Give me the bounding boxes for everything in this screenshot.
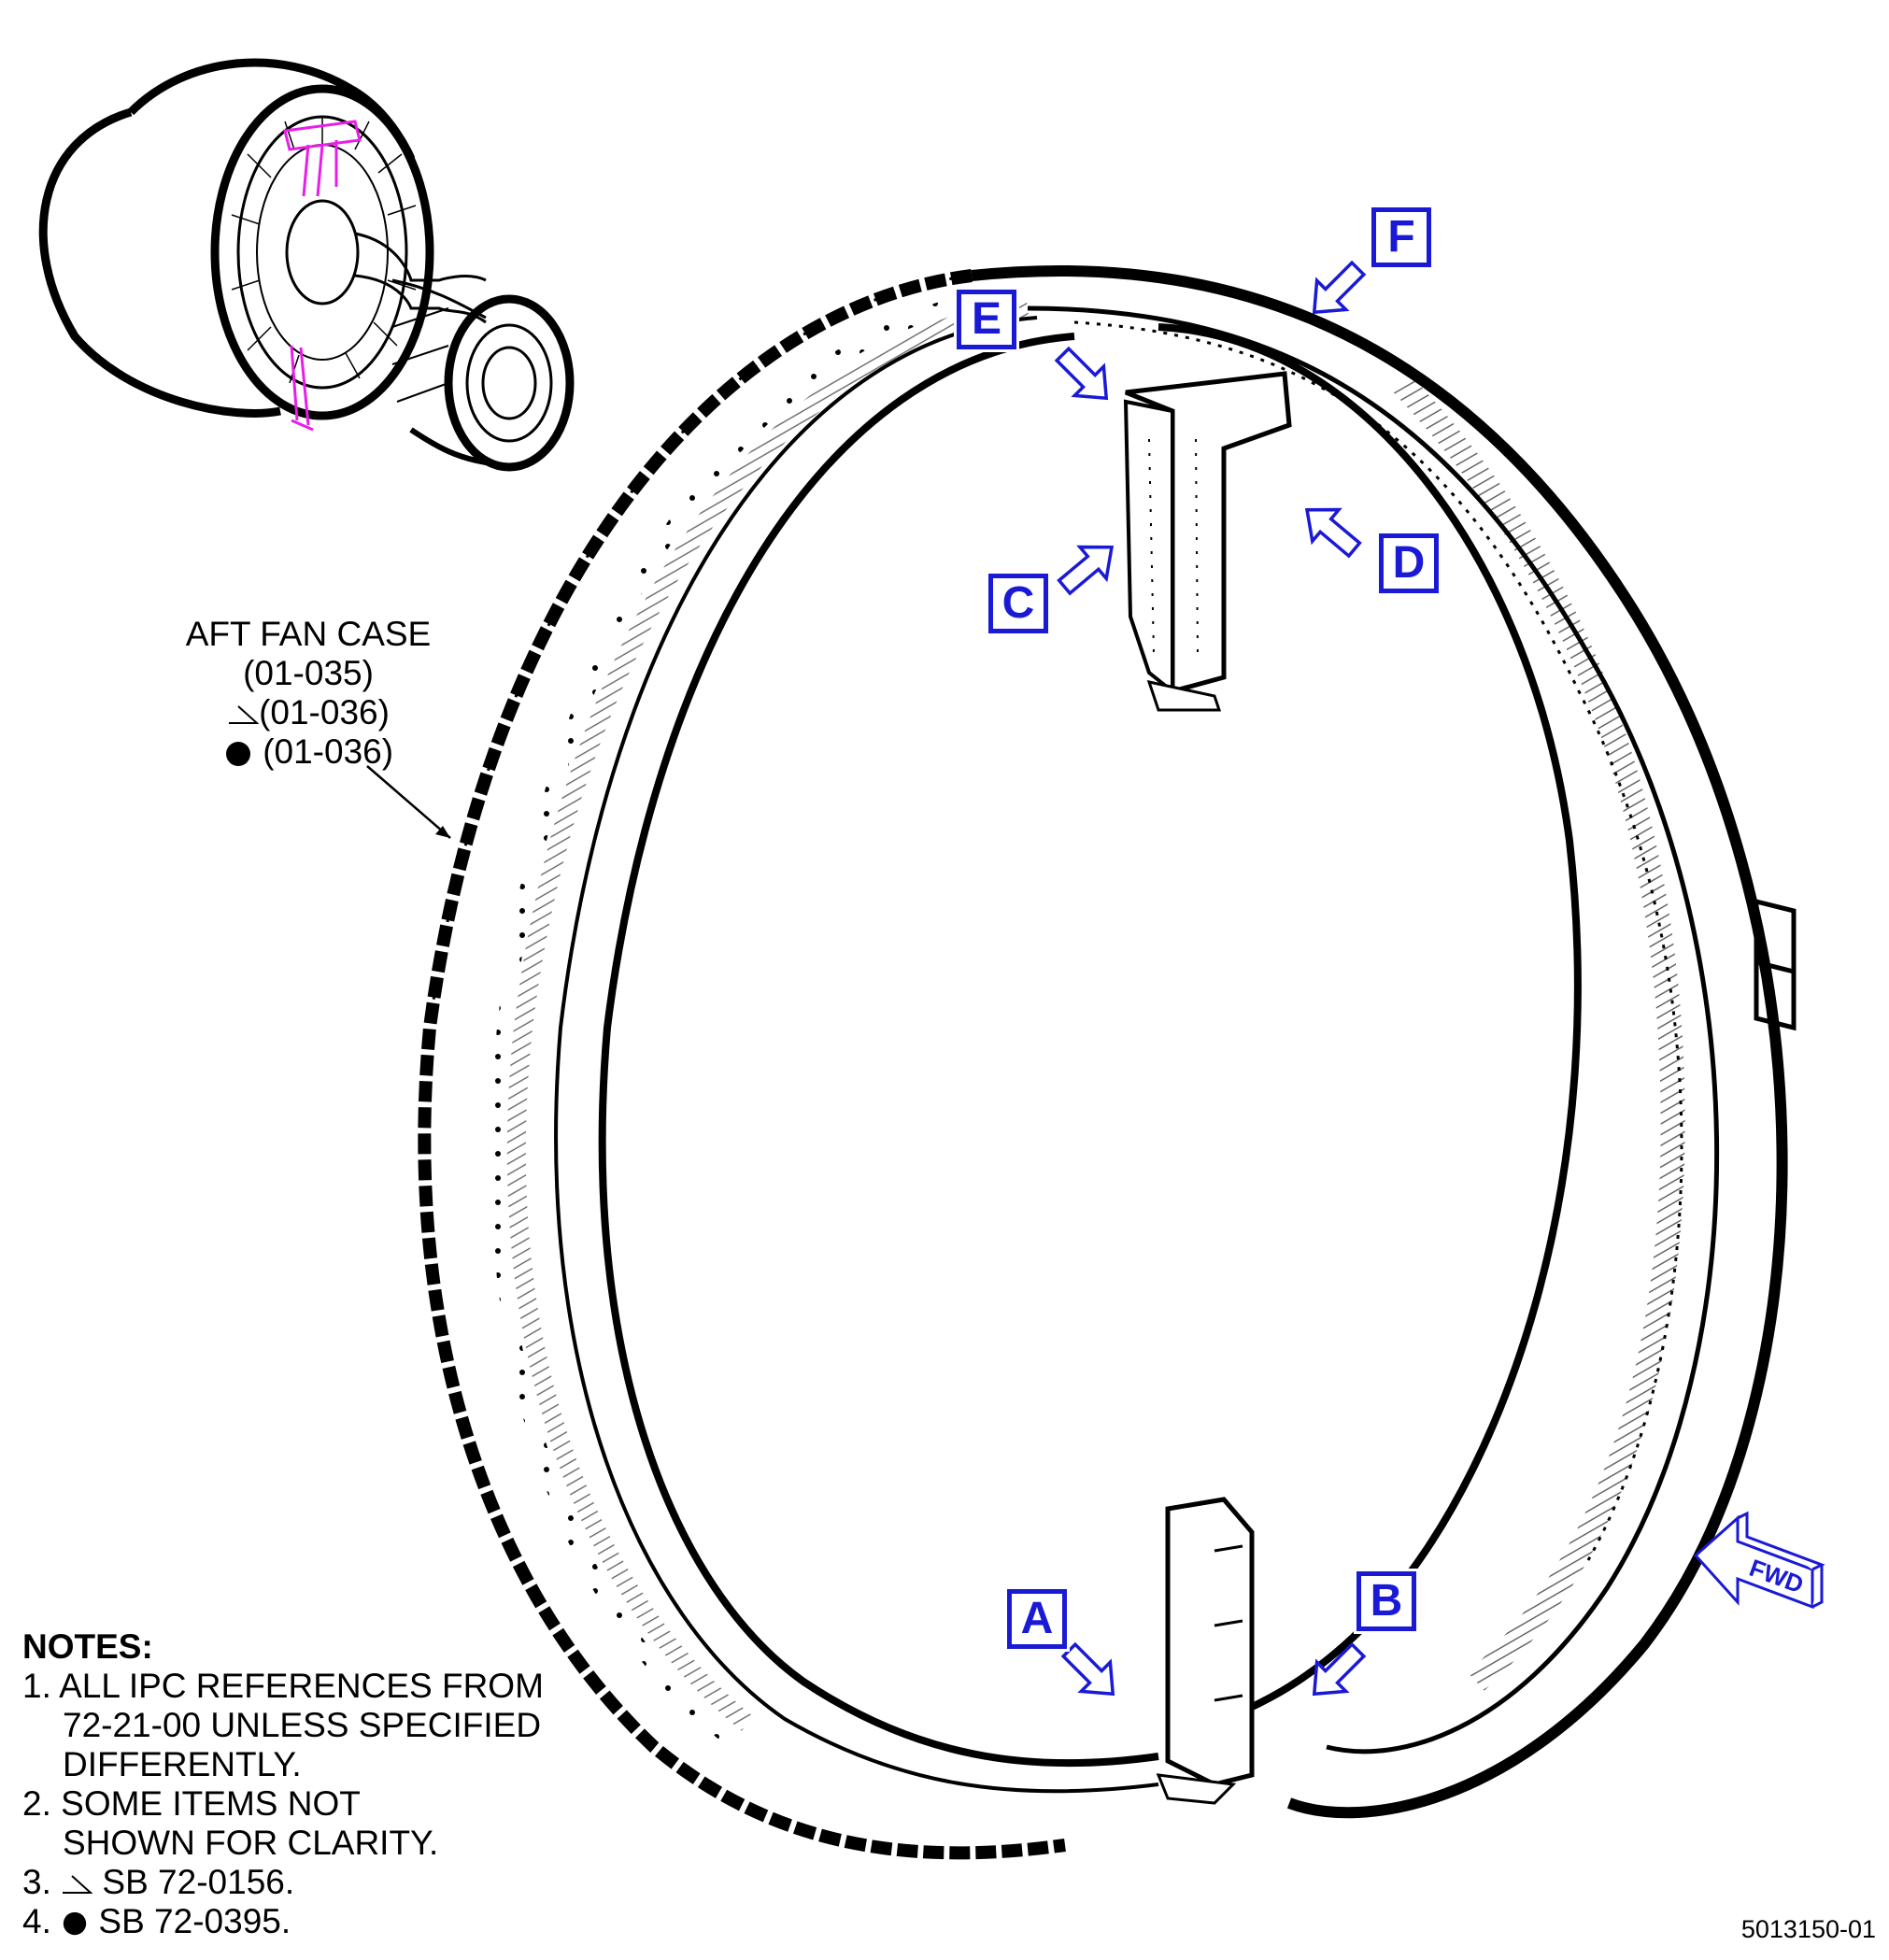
view-arrow-b <box>1312 1641 1367 1697</box>
note-1-line-2: 72-21-00 UNLESS SPECIFIED <box>63 1706 542 1744</box>
part-callout: AFT FAN CASE (01-035) (01-036) (01-036) <box>159 615 458 772</box>
view-arrow-c <box>1057 545 1115 596</box>
ring-break <box>1754 898 1797 1031</box>
locator-highlight <box>283 120 362 432</box>
note-1: 1. ALL IPC REFERENCES FROM <box>22 1667 544 1705</box>
engine-locator-inset <box>38 58 575 472</box>
figure-number: 5013150-01 <box>1740 1915 1876 1943</box>
view-label-d: D <box>1376 531 1442 596</box>
view-arrow-d <box>1304 507 1362 559</box>
view-label-a: A <box>1004 1586 1070 1652</box>
note-3: 3. SB 72-0156. <box>22 1863 295 1901</box>
note-1-line-3: DIFFERENTLY. <box>63 1745 302 1783</box>
ref-line-3: (01-036) <box>159 732 458 772</box>
triangle-marker-icon <box>229 705 260 725</box>
triangle-marker-icon <box>63 1875 93 1895</box>
view-arrow-a <box>1060 1641 1115 1697</box>
notes-heading: NOTES: <box>22 1627 153 1666</box>
view-arrow-f <box>1312 260 1367 315</box>
fan-case-ring <box>418 264 1788 1860</box>
view-label-c: C <box>986 571 1051 636</box>
lower-fitting <box>1156 1497 1255 1805</box>
view-arrows <box>1054 260 1367 1697</box>
note-2: 2. SOME ITEMS NOT <box>22 1784 361 1823</box>
ref-line-1: (01-035) <box>243 654 374 692</box>
view-label-f: F <box>1369 205 1434 270</box>
note-4: 4. SB 72-0395. <box>22 1902 291 1940</box>
view-label-b: B <box>1354 1569 1419 1634</box>
view-arrow-e <box>1054 346 1109 401</box>
dot-marker-icon <box>63 1912 87 1936</box>
upper-fitting <box>1123 371 1292 712</box>
ref-line-2: (01-036) <box>159 693 458 732</box>
note-2-line-2: SHOWN FOR CLARITY. <box>63 1824 439 1862</box>
dot-marker-icon <box>225 742 250 767</box>
notes-block: NOTES: 1. ALL IPC REFERENCES FROM 72-21-… <box>22 1627 544 1941</box>
leader-line <box>366 765 451 839</box>
part-name: AFT FAN CASE <box>185 615 432 653</box>
view-label-e: E <box>954 287 1019 352</box>
